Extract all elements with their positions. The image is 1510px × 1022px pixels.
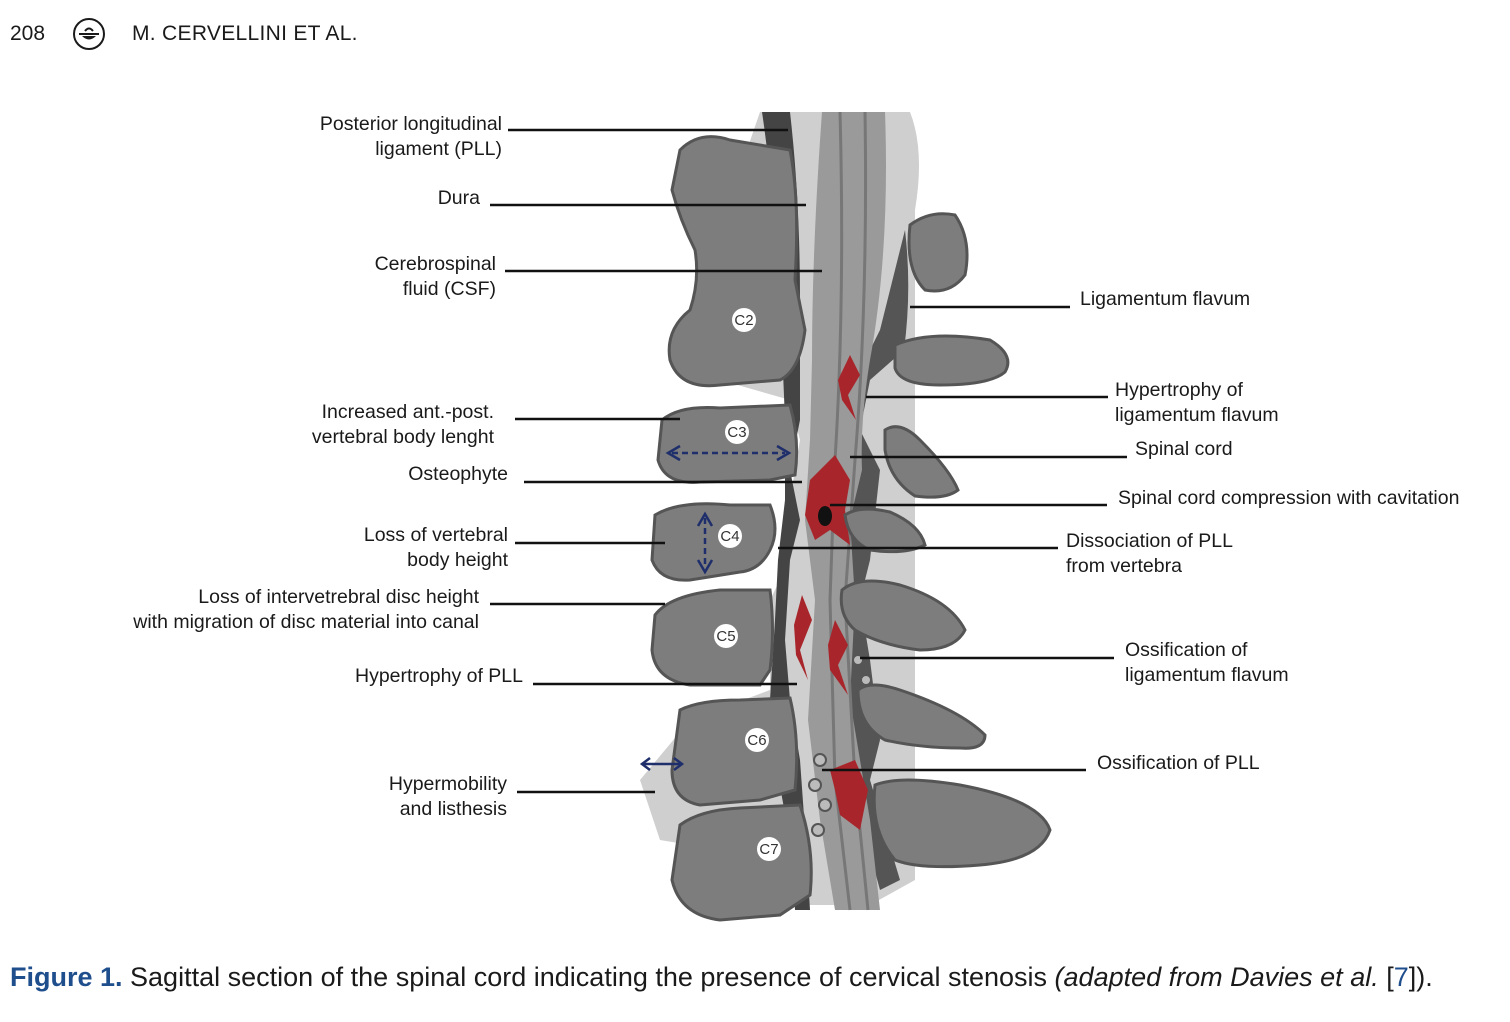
vertebra-label-c7: C7 xyxy=(759,841,778,858)
vertebra-c5 xyxy=(650,588,774,687)
leader-lines xyxy=(490,128,1127,794)
lamina-1 xyxy=(907,212,969,293)
vertebra-label-c6: C6 xyxy=(747,732,766,749)
label-hypermobility: Hypermobility and listhesis xyxy=(388,773,507,820)
lamina-6 xyxy=(856,683,987,750)
label-hypertrophy-lf: Hypertrophy of ligamentum flavum xyxy=(1115,379,1279,426)
label-compression: Spinal cord compression with cavitation xyxy=(1118,487,1460,509)
cord-compression-lesion xyxy=(805,455,850,545)
label-dura: Dura xyxy=(437,187,480,209)
vertebra-c4 xyxy=(650,502,777,582)
lamina-5 xyxy=(839,579,967,652)
vertebra-labels: C2 C3 C4 C5 C6 C7 xyxy=(714,308,781,861)
measurement-arrows xyxy=(639,444,792,771)
page-header: 208 M. CERVELLINI ET AL. xyxy=(10,18,358,50)
label-spinal-cord: Spinal cord xyxy=(1135,438,1233,460)
cavitation-icon xyxy=(818,506,832,526)
page-number: 208 xyxy=(10,22,46,45)
label-dissociation: Dissociation of PLL from vertebra xyxy=(1066,530,1233,577)
label-ossification-pll: Ossification of PLL xyxy=(1097,752,1260,774)
vertebra-label-c3: C3 xyxy=(727,424,746,441)
label-ligamentum-flavum: Ligamentum flavum xyxy=(1080,288,1251,310)
caption-ref-open: [ xyxy=(1378,962,1394,992)
journal-logo-icon xyxy=(73,18,105,50)
caption-source: (adapted from Davies et al. xyxy=(1054,962,1379,992)
running-head-authors: M. CERVELLINI ET AL. xyxy=(132,22,358,45)
label-osteophyte: Osteophyte xyxy=(408,463,508,485)
vertebra-c2 xyxy=(667,135,807,388)
vertebra-label-c4: C4 xyxy=(720,528,739,545)
label-ossification-lf: Ossification of ligamentum flavum xyxy=(1125,639,1289,686)
vertebra-label-c2: C2 xyxy=(734,312,753,329)
figure-caption: Figure 1. Sagittal section of the spinal… xyxy=(10,962,1433,993)
label-increased-length: Increased ant.-post. vertebral body leng… xyxy=(311,401,494,448)
lamina-7 xyxy=(872,778,1052,869)
vertebra-label-c5: C5 xyxy=(716,628,735,645)
ossification-nodule xyxy=(813,753,827,767)
caption-ref-close: ]). xyxy=(1408,962,1433,992)
label-pll: Posterior longitudinal ligament (PLL) xyxy=(319,113,502,160)
caption-reference-link[interactable]: 7 xyxy=(1393,962,1409,992)
caption-label: Figure 1. xyxy=(10,962,123,992)
vertebra-c6 xyxy=(670,696,799,807)
caption-text: Sagittal section of the spinal cord indi… xyxy=(122,962,1055,992)
vertebra-c3 xyxy=(656,403,799,484)
spinal-cord-shape xyxy=(805,112,886,910)
label-csf: Cerebrospinal fluid (CSF) xyxy=(374,253,496,300)
lamina-4 xyxy=(843,507,927,554)
vertebra-c7 xyxy=(670,803,813,922)
label-loss-height: Loss of vertebral body height xyxy=(363,524,508,571)
lamina-2 xyxy=(893,334,1010,387)
label-hypertrophy-pll: Hypertrophy of PLL xyxy=(354,665,523,687)
label-loss-disc: Loss of intervetrebral disc height with … xyxy=(133,586,479,633)
lamina-3 xyxy=(883,425,960,499)
